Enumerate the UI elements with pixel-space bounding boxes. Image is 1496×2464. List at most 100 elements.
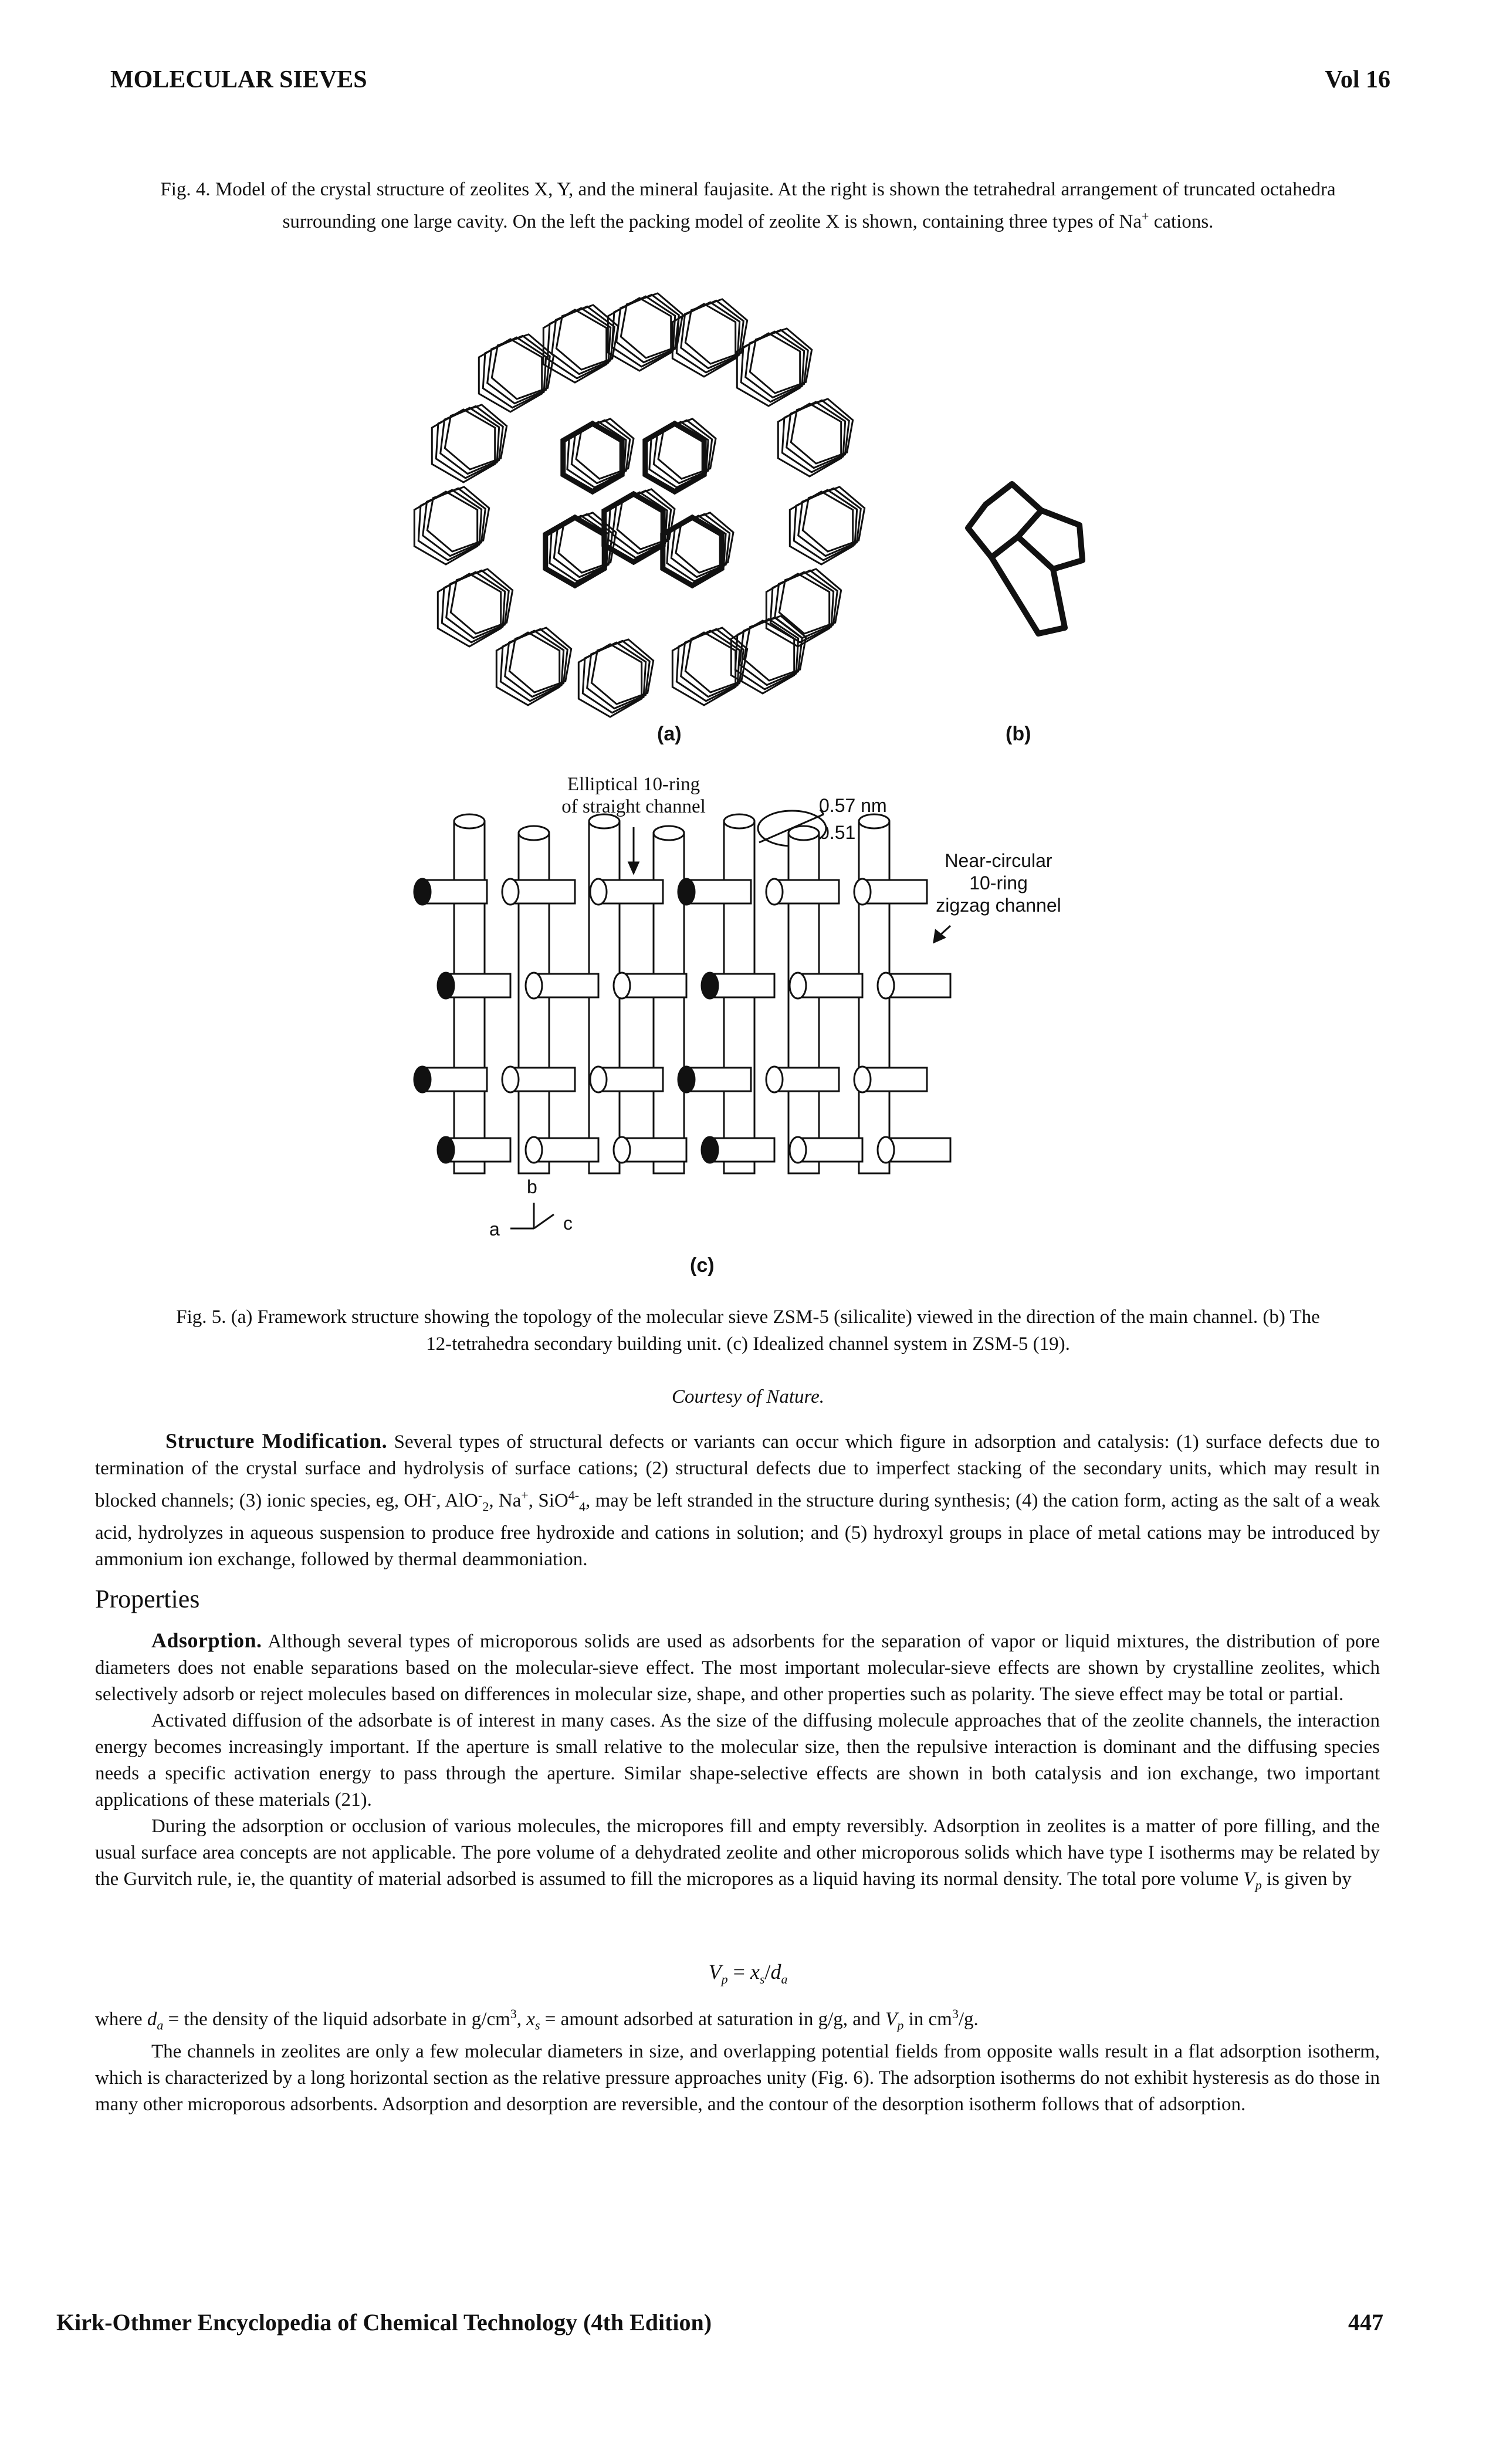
- annot-057nm: 0.57 nm: [819, 795, 887, 816]
- framework-ring: [675, 301, 741, 374]
- properties-body: Adsorption. Although several types of mi…: [95, 1627, 1380, 1898]
- framework-ring: [590, 638, 655, 705]
- framework-ring: [575, 418, 635, 480]
- framework-ring: [615, 293, 680, 364]
- fig4-caption: Fig. 4. Model of the crystal structure o…: [106, 176, 1390, 235]
- zigzag-channel-pipe: [861, 1067, 928, 1092]
- zigzag-channel-opening: [524, 972, 543, 1000]
- framework-ring: [797, 487, 862, 557]
- framework-ring: [736, 332, 801, 407]
- framework-ring: [549, 515, 610, 583]
- sbu-drawing: [965, 481, 1085, 637]
- framework-ring: [642, 420, 707, 495]
- zigzag-channel-pipe: [709, 1137, 776, 1163]
- paragraph-activated-diffusion: Activated diffusion of the adsorbate is …: [95, 1710, 1380, 1810]
- framework-ring: [670, 513, 731, 578]
- channel-opening: [723, 813, 756, 830]
- framework-ring: [499, 629, 565, 702]
- paragraph-channels: The channels in zeolites are only a few …: [95, 2040, 1380, 2115]
- structure-modification-paragraph: Structure Modification. Several types of…: [95, 1429, 1380, 1570]
- fig5-label-a: (a): [657, 723, 682, 745]
- framework-ring: [671, 631, 737, 706]
- pore-volume-equation: Vp = xs/da: [708, 1960, 788, 1987]
- zigzag-channel-opening: [700, 1136, 719, 1164]
- where-line: where da = the density of the liquid ads…: [95, 2001, 1380, 2118]
- zigzag-channel-opening: [677, 1065, 696, 1094]
- section-title-properties: Properties: [95, 1585, 200, 1613]
- framework-ring: [657, 418, 717, 480]
- zigzag-channel-opening: [876, 1136, 895, 1164]
- framework-ring: [426, 486, 490, 553]
- zigzag-channel-opening: [589, 878, 608, 906]
- framework-ring: [439, 405, 504, 475]
- fig4-caption-line2: surrounding one large cavity. On the lef…: [282, 209, 1214, 232]
- framework-ring: [675, 629, 741, 702]
- zigzag-channel-opening: [413, 878, 432, 906]
- framework-ring: [441, 571, 506, 644]
- framework-ring: [607, 491, 668, 559]
- zigzag-channel-pipe: [445, 973, 512, 999]
- zigzag-channel-pipe: [685, 1067, 752, 1092]
- framework-ring: [734, 618, 800, 691]
- zigzag-channel-pipe: [533, 973, 600, 999]
- zigzag-channel-pipe: [773, 879, 840, 905]
- framework-ring: [671, 303, 737, 378]
- zigzag-channel-opening: [765, 878, 784, 906]
- zigzag-channel-opening: [677, 878, 696, 906]
- axis-label-a: a: [489, 1219, 500, 1240]
- zigzag-channel-opening: [413, 1065, 432, 1094]
- channel-opening: [652, 825, 685, 841]
- fig5-caption-line1: Fig. 5. (a) Framework structure showing …: [176, 1307, 1320, 1328]
- zigzag-channel-pipe: [685, 879, 752, 905]
- zigzag-channel-opening: [788, 1136, 807, 1164]
- framework-ring: [620, 292, 684, 359]
- framework-ring: [730, 620, 796, 695]
- framework-ring: [778, 568, 842, 635]
- structure-modification-heading: Structure Modification.: [165, 1429, 388, 1453]
- framework-ring: [793, 489, 858, 561]
- zigzag-channel-opening: [589, 1065, 608, 1094]
- zigzag-channel-pipe: [773, 1067, 840, 1092]
- framework-ring: [422, 487, 486, 557]
- framework-ring: [790, 398, 854, 465]
- framework-ring: [557, 512, 617, 574]
- framework-ring: [566, 421, 627, 489]
- framework-ring: [413, 490, 479, 566]
- framework-ring: [436, 573, 502, 648]
- footer-page-number: 447: [1348, 2309, 1383, 2336]
- paragraph-pore-volume: During the adsorption or occlusion of va…: [95, 1816, 1380, 1893]
- zigzag-channel-pipe: [597, 879, 664, 905]
- framework-ring: [660, 514, 725, 589]
- framework-ring: [788, 490, 854, 566]
- framework-ring: [504, 628, 568, 698]
- footer-book-title: Kirk-Othmer Encyclopedia of Chemical Tec…: [56, 2309, 712, 2336]
- zigzag-channel-pipe: [797, 973, 864, 999]
- zsm5-framework-drawing: [413, 292, 866, 718]
- fig5-courtesy: Courtesy of Nature.: [671, 1386, 825, 1407]
- axis-triad: [510, 1203, 554, 1230]
- framework-ring: [684, 627, 749, 693]
- framework-ring: [777, 402, 842, 478]
- framework-ring: [666, 515, 727, 583]
- framework-ring: [740, 330, 805, 403]
- framework-ring: [482, 336, 547, 409]
- zigzag-channel-opening: [524, 1136, 543, 1164]
- running-header-volume: Vol 16: [1325, 66, 1390, 93]
- framework-ring: [570, 419, 631, 485]
- framework-ring: [449, 568, 514, 635]
- framework-ring: [553, 513, 614, 578]
- framework-ring: [781, 401, 847, 473]
- zigzag-channel-pipe: [621, 1137, 688, 1163]
- framework-ring: [508, 627, 573, 693]
- framework-ring: [769, 571, 835, 644]
- framework-ring: [417, 489, 483, 561]
- zigzag-channel-pipe: [597, 1067, 664, 1092]
- zigzag-channel-opening: [876, 972, 895, 1000]
- zigzag-channel-pipe: [533, 1137, 600, 1163]
- framework-ring: [478, 338, 543, 413]
- framework-ring: [495, 631, 561, 706]
- zigzag-channel-pipe: [509, 879, 576, 905]
- channel-opening: [453, 813, 486, 830]
- adsorption-heading: Adsorption.: [151, 1629, 262, 1652]
- zigzag-channel-pipe: [621, 973, 688, 999]
